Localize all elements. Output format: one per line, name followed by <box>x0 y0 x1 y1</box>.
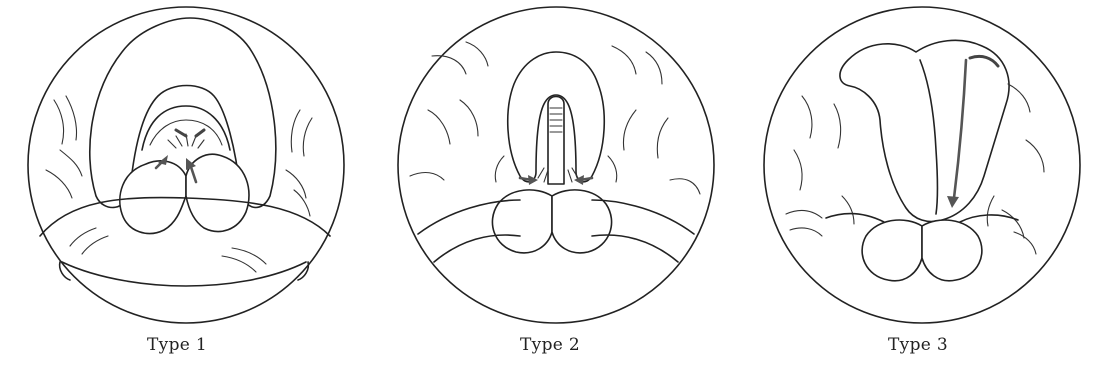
aryepiglottic-arch <box>142 106 230 150</box>
posterior-wall-upper <box>40 198 330 236</box>
figure-type-3: Type 3 <box>738 0 1105 330</box>
endoscopic-view-type-2-illustration <box>370 0 738 330</box>
posterior-wall-right <box>960 215 1018 222</box>
posterior-wall-left <box>826 214 884 222</box>
caption-type-2: Type 2 <box>490 335 610 355</box>
inner-fold <box>150 120 222 145</box>
arytenoid-right <box>552 190 612 253</box>
caption-type-3: Type 3 <box>858 335 978 355</box>
figure-type-2: Type 2 <box>370 0 738 330</box>
posterior-wall-lower <box>62 262 306 286</box>
arytenoid-left <box>492 190 552 253</box>
endoscopic-view-type-1-illustration <box>0 0 370 330</box>
narrowed-inlet <box>548 97 564 185</box>
endoscopic-view-type-3-illustration <box>738 0 1105 330</box>
figure-type-1: Type 1 <box>0 0 370 330</box>
caption-type-1: Type 1 <box>117 335 237 355</box>
arytenoid-right <box>922 220 982 281</box>
collapsed-epiglottis <box>840 40 1009 221</box>
arytenoid-left <box>862 220 922 281</box>
